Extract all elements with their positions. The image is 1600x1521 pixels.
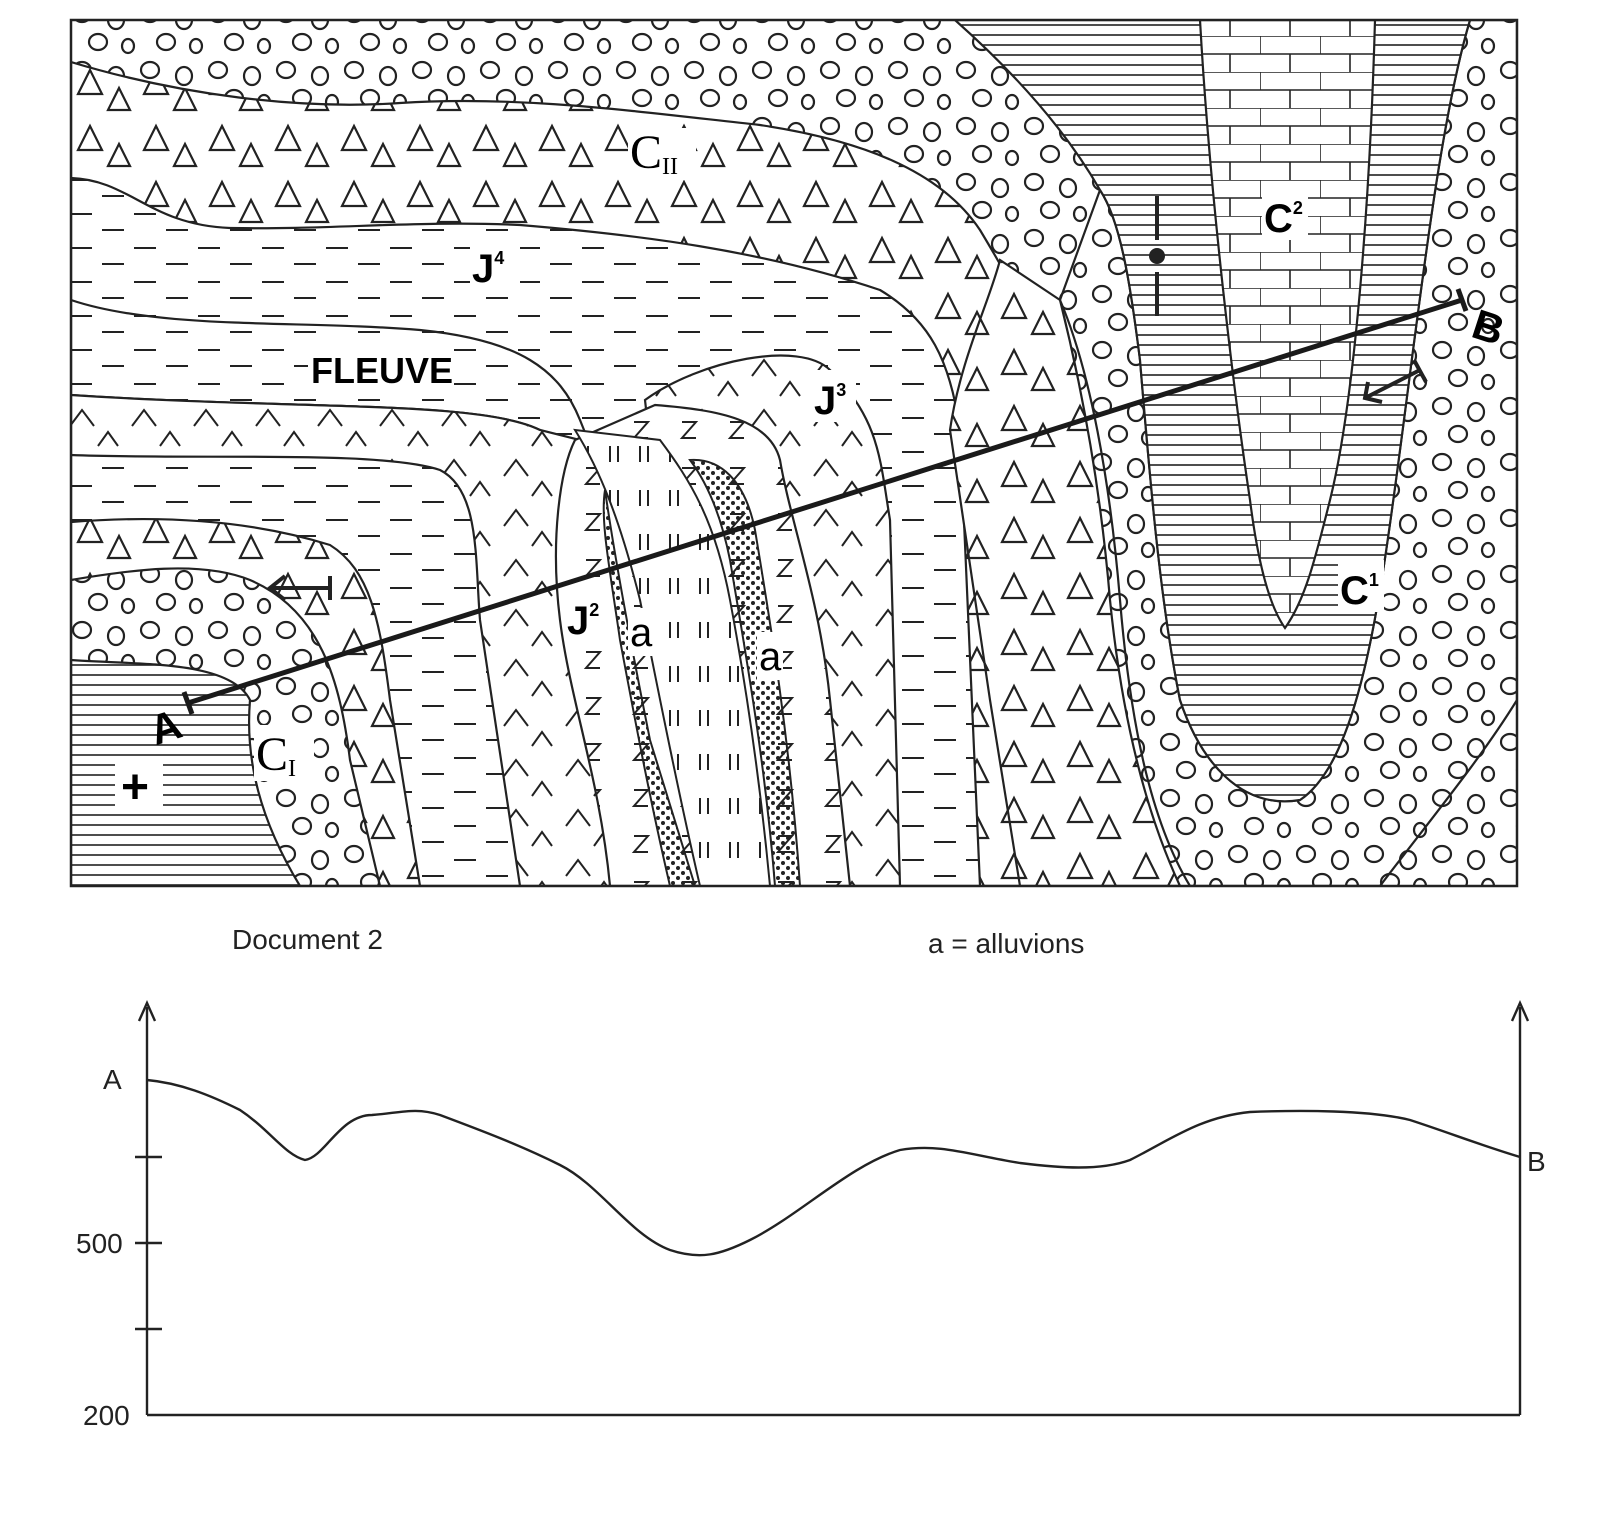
geological-map: CII CI J4 J3 J2 C2 C1 FLEUVE a a A B + bbox=[69, 18, 1519, 888]
unit-label-c2: C2 bbox=[1264, 197, 1303, 241]
dip-symbol-left bbox=[266, 574, 332, 602]
profile-label-b: B bbox=[1527, 1146, 1546, 1177]
river-label: FLEUVE bbox=[311, 350, 453, 391]
dip-symbol-right bbox=[1362, 359, 1428, 404]
alluvion-label-left: a bbox=[630, 611, 653, 655]
alluvions-left bbox=[602, 489, 697, 886]
topographic-profile: A B 500 200 bbox=[76, 1000, 1546, 1431]
document-caption: Document 2 bbox=[232, 924, 383, 955]
unit-label-c1: C1 bbox=[1340, 569, 1379, 613]
right-axis-arrow bbox=[1510, 1000, 1530, 1022]
profile-curve bbox=[146, 1078, 1521, 1257]
section-line-ab bbox=[181, 288, 1469, 715]
unit-label-cii: CII bbox=[630, 126, 678, 180]
tick-label-500: 500 bbox=[76, 1228, 123, 1259]
unit-label-ci: CI bbox=[256, 728, 296, 782]
unit-label-j4: J4 bbox=[472, 247, 504, 291]
unit-label-j3: J3 bbox=[814, 379, 846, 423]
plus-symbol: + bbox=[121, 761, 149, 814]
legend-caption: a = alluvions bbox=[928, 928, 1085, 959]
left-axis-arrow bbox=[137, 1000, 157, 1022]
tick-label-200: 200 bbox=[83, 1400, 130, 1431]
unit-label-j2: J2 bbox=[567, 599, 599, 643]
alluvion-label-right: a bbox=[759, 635, 782, 679]
profile-label-a: A bbox=[103, 1064, 122, 1095]
vertical-dip-symbol bbox=[1149, 196, 1165, 316]
